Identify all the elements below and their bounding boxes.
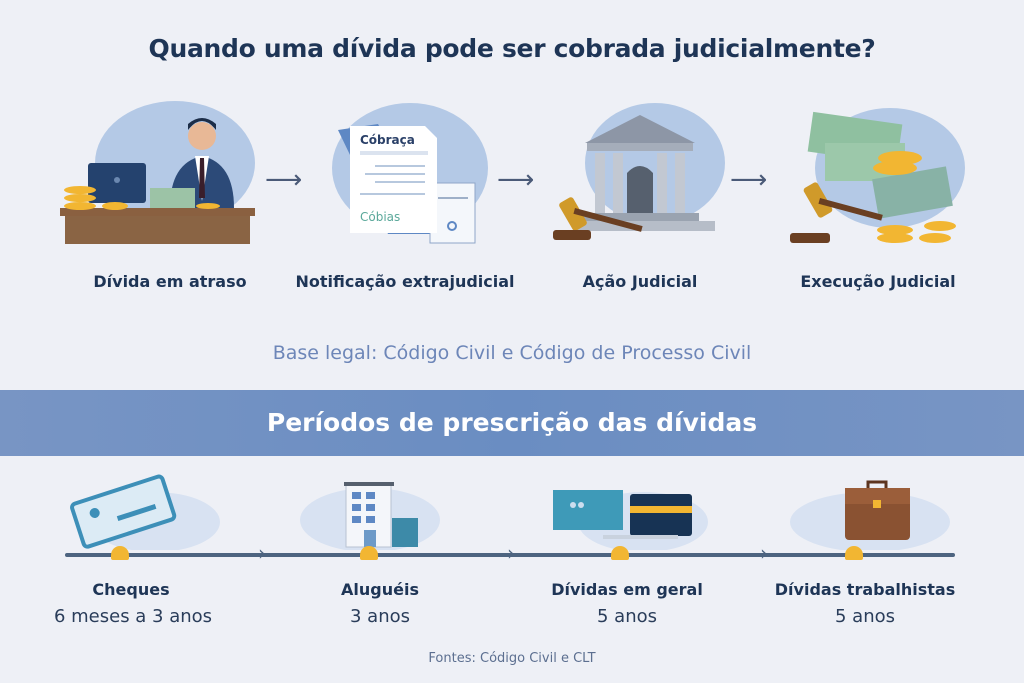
- timeline-line: [65, 553, 955, 557]
- step-label: Execução Judicial: [800, 272, 956, 291]
- timeline-marker: [611, 546, 629, 560]
- credit-card-icon: [548, 470, 718, 552]
- document-footer: Cóbias: [360, 210, 401, 224]
- step-label: Ação Judicial: [582, 272, 698, 291]
- section-title: Períodos de prescrição das dívidas: [266, 408, 758, 437]
- gavel-money-icon: [780, 98, 980, 248]
- period-label: Cheques: [92, 580, 170, 599]
- period-value: 3 anos: [349, 606, 410, 627]
- period-label: Aluguéis: [341, 580, 419, 599]
- debtor-at-desk-icon: [60, 98, 260, 248]
- period-label: Dívidas em geral: [551, 580, 703, 599]
- arrow-right-icon: ⟶: [497, 165, 535, 195]
- period-label: Dívidas trabalhistas: [774, 580, 956, 599]
- page-title: Quando uma dívida pode ser cobrada judic…: [148, 34, 876, 63]
- courthouse-gavel-icon: [545, 98, 745, 248]
- timeline-marker: [360, 546, 378, 560]
- building-icon: [300, 470, 470, 552]
- period-value: 6 meses a 3 anos: [53, 606, 213, 627]
- chevron-right-icon: ›: [258, 541, 266, 565]
- cheque-icon: [50, 470, 220, 552]
- briefcase-icon: [785, 470, 955, 552]
- chevron-right-icon: ›: [760, 541, 768, 565]
- document-title: Cóbraça: [360, 133, 415, 147]
- period-value: 5 anos: [596, 606, 657, 627]
- arrow-right-icon: ⟶: [265, 165, 303, 195]
- timeline-marker: [845, 546, 863, 560]
- chevron-right-icon: ›: [507, 541, 515, 565]
- timeline-marker: [111, 546, 129, 560]
- notice-document-icon: [320, 98, 520, 248]
- legal-basis: Base legal: Código Civil e Código de Pro…: [272, 342, 752, 364]
- section-banner: Períodos de prescrição das dívidas: [0, 390, 1024, 456]
- step-label: Notificação extrajudicial: [295, 272, 515, 291]
- sources-note: Fontes: Código Civil e CLT: [428, 651, 596, 666]
- period-value: 5 anos: [834, 606, 895, 627]
- arrow-right-icon: ⟶: [730, 165, 768, 195]
- step-label: Dívida em atraso: [93, 272, 247, 291]
